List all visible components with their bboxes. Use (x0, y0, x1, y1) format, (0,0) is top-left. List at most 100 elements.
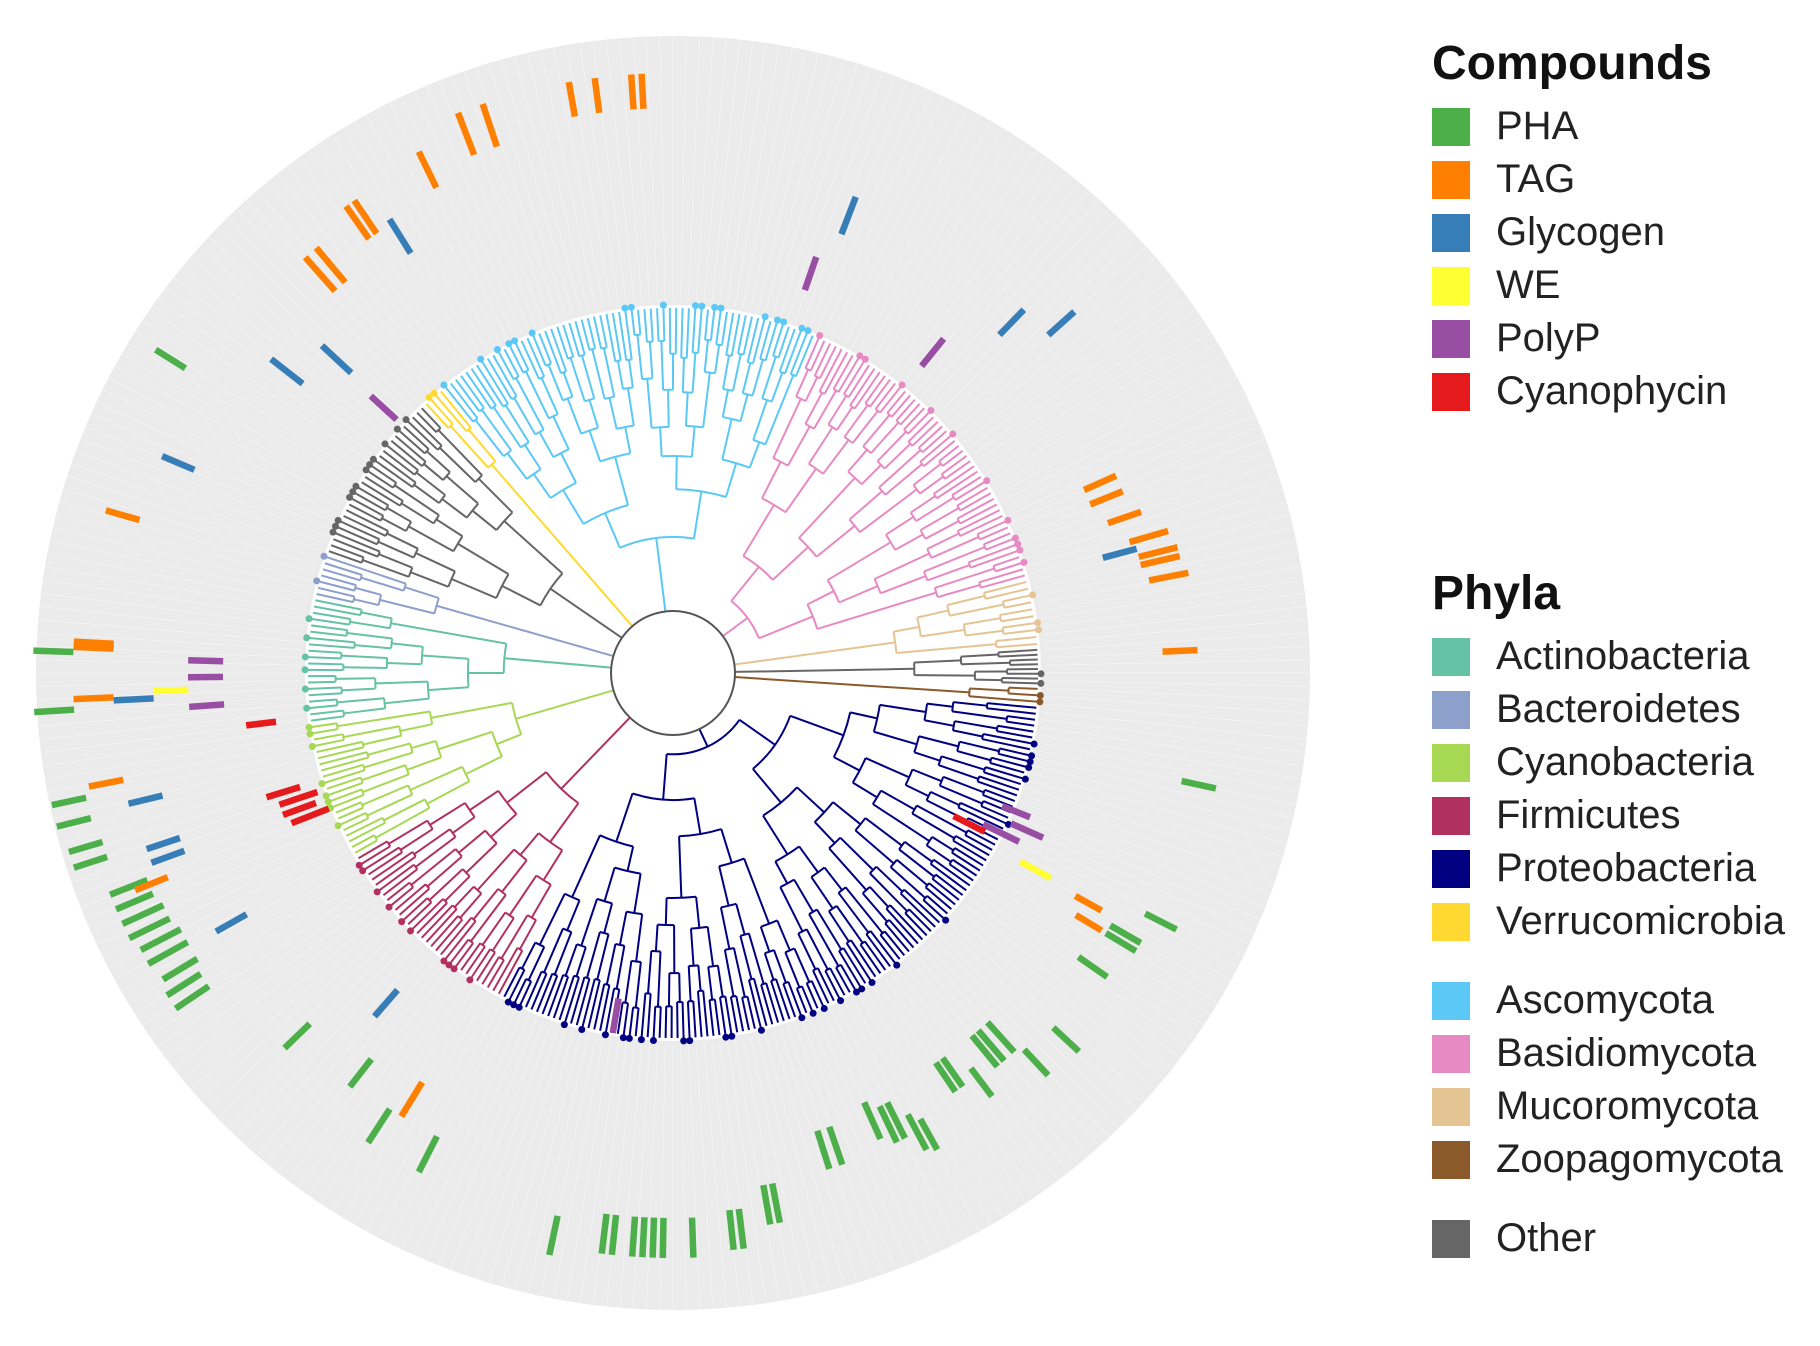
compound-bar-glycogen (145, 834, 181, 853)
ring-grid-line (1036, 750, 1296, 806)
tree-branch (624, 960, 633, 1003)
tree-branch (1006, 720, 1035, 727)
tree-branch (731, 353, 742, 392)
compound-bar-tag (1089, 488, 1124, 508)
tree-branch (309, 643, 355, 649)
tree-branch (758, 615, 814, 640)
compound-legend-item: Glycogen (1432, 206, 1812, 259)
tree-tip-dot (853, 988, 861, 996)
tree-branch (919, 475, 945, 495)
ring-grid-line (267, 182, 437, 387)
tree-branch (492, 354, 518, 398)
tree-branch (970, 550, 1018, 569)
tree-branch (351, 497, 384, 517)
tree-arc (651, 949, 661, 953)
ring-grid-line (809, 1018, 908, 1265)
ring-grid-line (619, 1043, 643, 1307)
tree-branch (899, 892, 936, 928)
tree-branch (506, 452, 528, 480)
tree-branch (330, 788, 363, 802)
tree-branch (778, 328, 796, 372)
ring-grid-line (772, 60, 845, 315)
tree-branch (917, 609, 949, 619)
tree-branch (337, 710, 431, 728)
tree-branch (423, 463, 444, 481)
compound-bar-pha (968, 1066, 995, 1099)
tree-branch (538, 893, 566, 946)
tree-arc (564, 892, 580, 902)
compound-bar-pha (56, 814, 92, 830)
tree-branch (747, 979, 762, 1028)
tree-branch (818, 348, 843, 392)
tree-branch (722, 355, 730, 390)
tree-branch (848, 490, 883, 521)
compound-bar-pha (161, 956, 199, 983)
tree-branch (828, 910, 850, 943)
ring-grid-line (606, 1042, 635, 1306)
tree-arc (903, 428, 909, 435)
tree-branch (696, 990, 703, 1037)
tree-branch (624, 426, 632, 454)
tree-arc (824, 967, 831, 972)
tree-tip-dot (366, 461, 374, 469)
tree-tip-dot (440, 381, 448, 389)
tree-branch (739, 394, 749, 422)
tree-branch (379, 598, 435, 615)
compound-color-swatch (1432, 107, 1470, 146)
compound-bar-pha (975, 1028, 1007, 1063)
tree-branch (326, 556, 407, 585)
tree-branch (383, 798, 426, 822)
tree-tip-dot (329, 528, 337, 536)
compound-bar-pha (72, 853, 109, 871)
tree-branch (924, 886, 952, 910)
ring-grid-line (780, 1029, 858, 1282)
tree-branch (772, 546, 809, 581)
ring-grid-line (1018, 438, 1265, 537)
ring-grid-line (158, 891, 373, 1048)
tree-branch (411, 740, 437, 749)
compound-bar-glycogen (386, 217, 414, 255)
tree-branch (390, 622, 507, 645)
tree-branch (675, 456, 678, 490)
tree-branch (634, 1007, 640, 1037)
ring-grid-line (566, 45, 612, 307)
tree-branch (812, 970, 830, 1004)
tree-tip-dot (722, 1033, 730, 1041)
tree-tip-dot (1014, 540, 1022, 548)
compound-bar-pha (1104, 930, 1138, 954)
ring-grid-line (964, 277, 1172, 443)
ring-grid-line (646, 1044, 658, 1309)
ring-grid-line (1006, 389, 1243, 508)
compound-bar-tag (343, 204, 372, 241)
ring-grid-line (1009, 831, 1249, 945)
tree-tip-dot (691, 302, 699, 310)
ring-grid-line (39, 619, 303, 643)
ring-grid-line (954, 915, 1155, 1089)
ring-grid-line (53, 527, 311, 589)
tree-branch (605, 313, 617, 362)
tree-arc (359, 609, 363, 616)
ring-grid-line (903, 964, 1069, 1172)
tree-branch (937, 584, 981, 599)
tree-branch (954, 720, 998, 730)
tree-branch (720, 311, 728, 346)
tree-branch (530, 884, 552, 919)
tree-arc (651, 425, 669, 429)
tree-branch (684, 392, 689, 426)
tree-arc (399, 500, 404, 507)
tree-arc (797, 928, 808, 935)
ring-grid-line (378, 109, 501, 344)
tree-branch (959, 514, 1003, 537)
tree-branch (764, 374, 795, 445)
ring-grid-line (619, 39, 643, 303)
ring-grid-line (646, 37, 658, 302)
tree-arc (578, 353, 585, 358)
compound-annotation-bars (33, 73, 1217, 1258)
tree-branch (425, 908, 458, 943)
tree-branch (308, 656, 342, 660)
tree-branch (816, 908, 843, 951)
ring-grid-line (366, 115, 495, 348)
tree-branch (861, 892, 888, 923)
ring-grid-line (688, 1044, 700, 1309)
tree-tip-dot (305, 615, 313, 623)
